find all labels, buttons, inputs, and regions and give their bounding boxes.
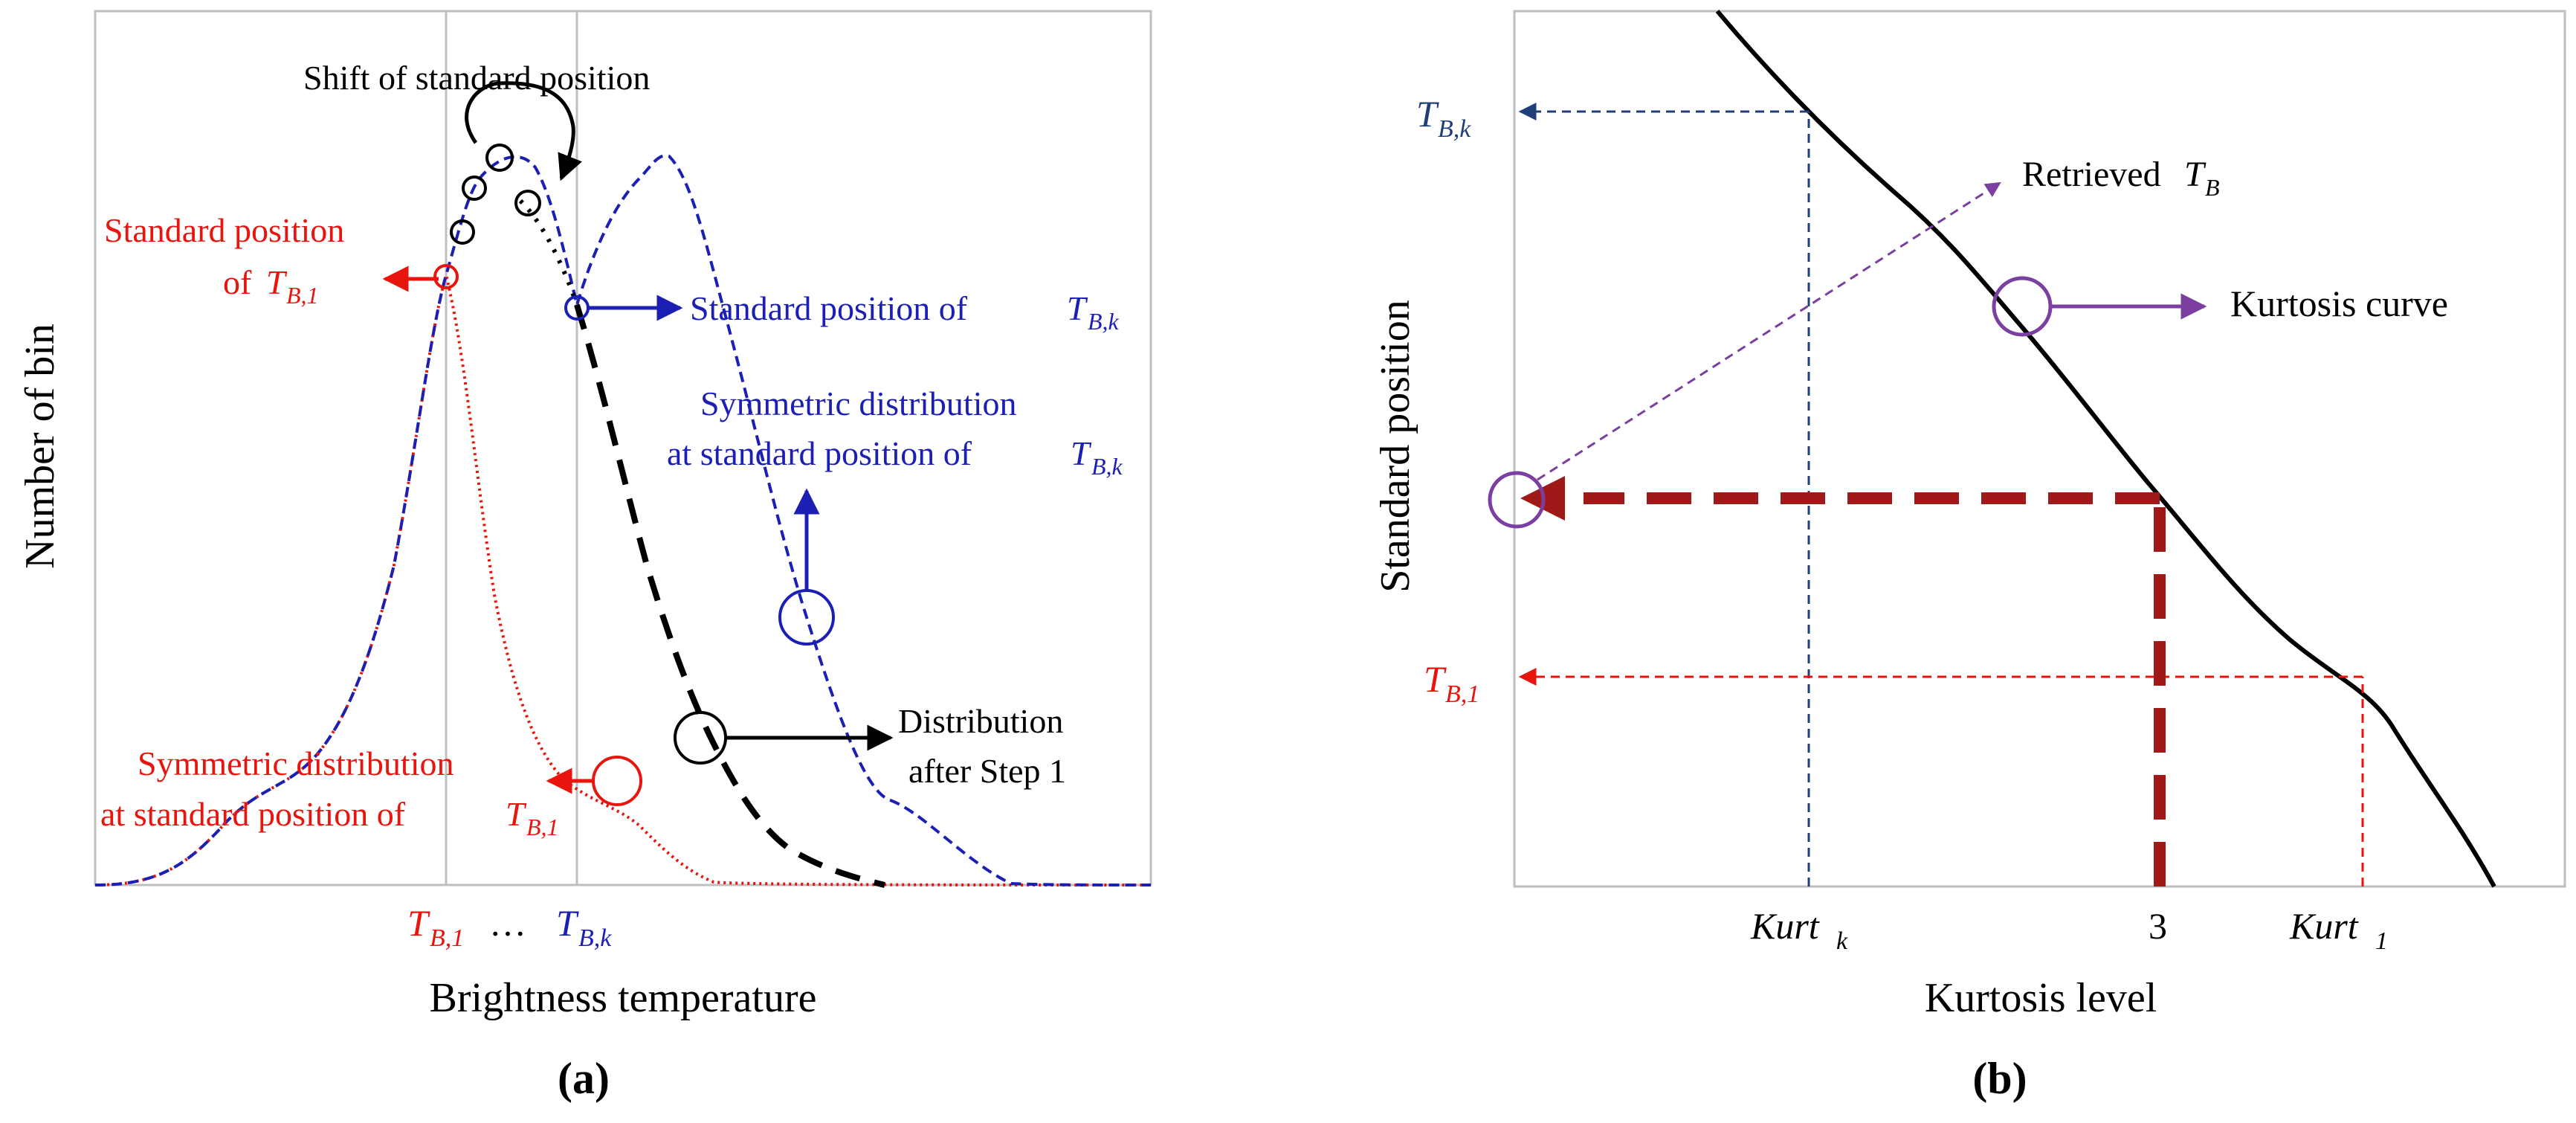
svg-text:Standard position of: Standard position of [690,289,968,327]
kurtosis-curve [1715,10,2496,888]
tick-dots: … [489,902,526,944]
x-kurt-k-label: Kurt k [1750,905,1848,955]
retrieved-T: T [2184,155,2207,194]
svg-text:T: T [407,902,430,944]
sym-1-sub: B,1 [526,814,559,840]
svg-text:k: k [1836,927,1848,955]
svg-text:T: T [556,902,579,944]
sym-k-line1: Symmetric distribution [700,384,1016,422]
tick-TBk: T B,k [556,902,612,952]
step1-circle [674,711,727,765]
black-step1-curve [574,303,885,888]
panel-b-xlabel: Kurtosis level [1925,975,2157,1021]
panel-b-ylabel: Standard position [1372,300,1418,593]
retrieved-diagonal [1537,181,2001,481]
retrieved-label: Retrieved T B [2022,155,2220,201]
shift-label: Shift of standard position [303,59,650,97]
svg-text:of: of [223,263,252,301]
svg-text:B,1: B,1 [430,924,464,952]
y-TB1-label: T B,1 [1424,658,1479,708]
shift-arrow [465,81,582,181]
svg-text:B,k: B,k [578,924,612,952]
retrieved-sub: B [2205,174,2220,201]
svg-text:T: T [1416,93,1439,135]
std-pos-1-T: T [266,263,288,301]
shift-circle-2 [462,176,487,201]
svg-text:at standard position of: at standard position of [667,434,972,472]
sym-k-T: T [1071,434,1092,472]
sym-1-line2: at standard position of T B,1 [100,795,559,840]
shift-circle-3 [485,144,514,172]
svg-text:B,1: B,1 [1445,680,1479,708]
panel-b-frame [1513,10,2566,888]
std-pos-1-circle [433,264,459,289]
panel-a-xlabel: Brightness temperature [430,975,817,1021]
x-kurt-1-label: Kurt 1 [2289,905,2388,955]
svg-text:Retrieved: Retrieved [2022,155,2161,194]
std-pos-k-circle [564,295,590,321]
std-pos-k-sub: B,k [1088,308,1120,335]
svg-text:Kurt: Kurt [2289,905,2359,947]
sym-1-line1: Symmetric distribution [138,744,453,782]
sym-k-line2: at standard position of T B,k [667,434,1123,480]
std-pos-1-line1: Standard position [104,211,344,249]
step1-line1: Distribution [898,702,1063,740]
sym-1-circle [592,756,642,806]
y-TBk-label: T B,k [1416,93,1471,143]
std-pos-1-line2: of T B,1 [223,263,319,309]
black-dotted-link [518,199,579,306]
blue-symmetric-curve [94,154,1152,887]
panel-b: Retrieved T B Kurtosis curve T B,k T B,1… [1372,10,2566,1103]
std-pos-k-T: T [1067,289,1088,327]
tick-TB1: T B,1 [407,902,464,952]
svg-text:Kurt: Kurt [1750,905,1820,947]
kurtosis-curve-label: Kurtosis curve [2230,283,2448,324]
svg-text:B,k: B,k [1438,115,1471,143]
panel-a-caption: (a) [558,1054,610,1103]
x-three-label: 3 [2149,905,2167,947]
panel-a-ylabel: Number of bin [17,324,63,569]
panel-b-caption: (b) [1972,1054,2027,1103]
svg-text:at standard position of: at standard position of [100,795,406,833]
svg-text:1: 1 [2375,927,2388,955]
shift-circle-4 [514,190,541,216]
svg-text:T: T [1424,658,1447,700]
shift-circle-1 [450,219,475,245]
red-symmetric-curve [94,269,1152,887]
sym-1-T: T [506,795,527,833]
std-pos-k-label: Standard position of T B,k [690,289,1120,335]
panel-a: Shift of standard position Standard posi… [17,10,1152,1103]
std-pos-1-sub: B,1 [286,282,319,309]
step1-line2: after Step 1 [908,752,1066,790]
retrieved-circle [1488,471,1546,529]
sym-k-sub: B,k [1091,453,1123,480]
